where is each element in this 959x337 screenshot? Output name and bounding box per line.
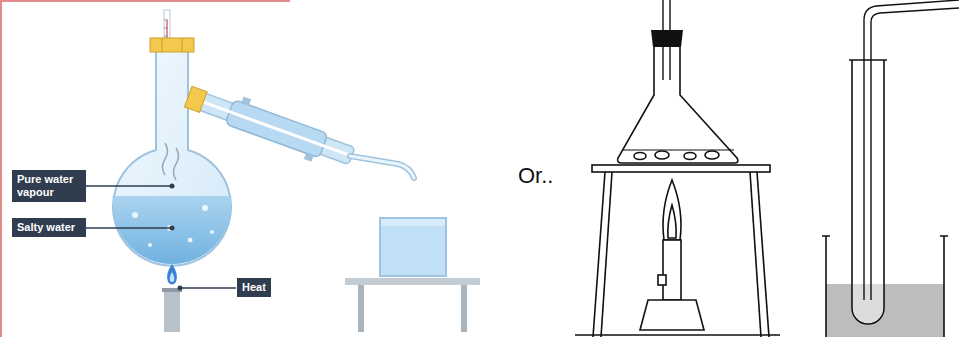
callout-box: Salty water [12, 218, 86, 237]
leader-line [86, 186, 236, 288]
callout-box: Heat [237, 278, 271, 297]
test-tube [849, 60, 887, 324]
callout-text: Pure water vapour [17, 173, 81, 199]
leader-dot [170, 184, 183, 291]
delivery-tube [864, 0, 959, 300]
stopper [651, 30, 683, 47]
bunsen-burner [575, 180, 780, 335]
callout-text: Heat [242, 281, 266, 294]
table [345, 278, 480, 332]
outlet-tube [350, 156, 414, 178]
burner [162, 264, 182, 332]
tripod [592, 165, 770, 337]
conical-flask [618, 45, 739, 163]
callout-text: Salty water [17, 221, 81, 234]
condenser [182, 79, 359, 174]
frame-line [0, 0, 290, 2]
round-bottom-flask [112, 38, 232, 266]
frame-line [0, 0, 2, 337]
delivery-tube [663, 0, 670, 80]
collecting-beaker [380, 218, 446, 276]
outlet-tube [350, 156, 414, 178]
label-text: Or.. [518, 163, 553, 189]
water-bath-beaker [822, 236, 948, 337]
callout-box: Pure water vapour [12, 170, 86, 202]
